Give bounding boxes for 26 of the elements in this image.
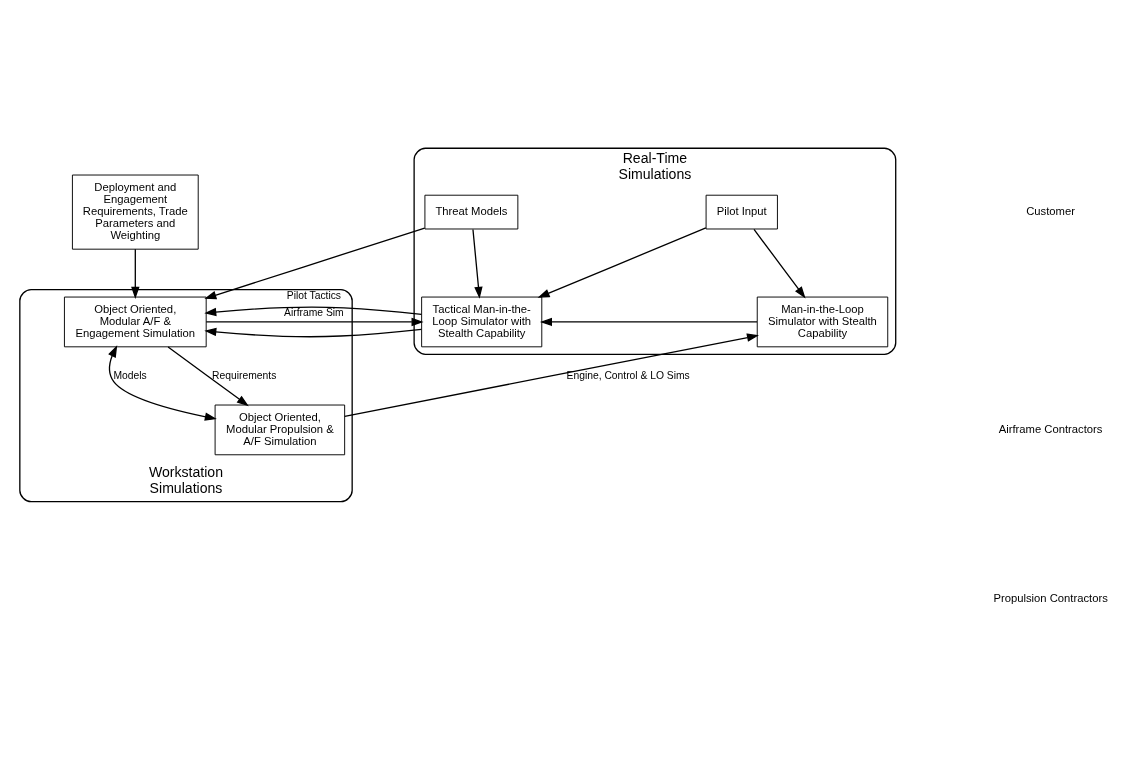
arrow xyxy=(167,346,249,407)
arrow xyxy=(472,228,483,299)
label: Propulsion Contractors xyxy=(993,592,1108,605)
arrow xyxy=(204,227,426,300)
arrow xyxy=(131,248,140,299)
edge-label: Airframe Sim xyxy=(284,307,344,319)
arrow xyxy=(753,228,806,299)
node-box: Deployment and Engagement Requirements, Trade Parameters and Weighting xyxy=(71,174,199,250)
edge-label: Requirements xyxy=(212,369,277,381)
arrow xyxy=(204,306,423,338)
arrow xyxy=(344,333,759,417)
arrow xyxy=(108,345,217,421)
label: Airframe Contractors xyxy=(998,422,1103,435)
node-box: Threat Models xyxy=(424,194,519,230)
edge-label: Models xyxy=(113,369,147,381)
arrow xyxy=(539,317,758,327)
node-box: Object Oriented, Modular A/F & Engagement Simulation xyxy=(63,296,207,348)
node-box: Tactical Man-in-the-Loop Simulator with Stealth Capability xyxy=(421,296,543,348)
arrow xyxy=(537,227,707,298)
edge-label: Engine, Control & LO Sims xyxy=(566,369,690,381)
label: Customer xyxy=(1026,205,1075,218)
node-box: Man-in-the-Loop Simulator with Stealth Capability xyxy=(756,296,889,348)
arrow xyxy=(205,317,424,327)
node-box: Object Oriented, Modular Propulsion & A/F Simulation xyxy=(214,404,346,456)
node-box: Pilot Input xyxy=(705,194,778,230)
edge-label: Pilot Tactics xyxy=(286,290,342,302)
